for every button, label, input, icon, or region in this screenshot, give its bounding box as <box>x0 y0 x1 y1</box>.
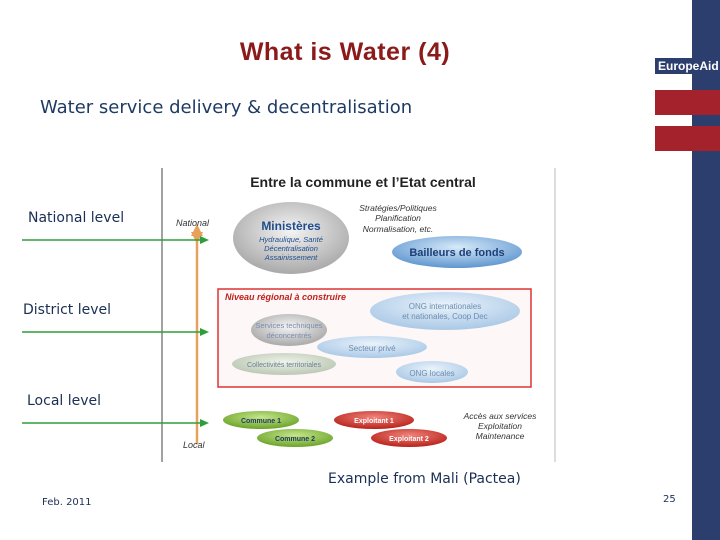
collectivites-label: Collectivités territoriales <box>247 362 321 369</box>
secteur-prive-bubble <box>317 336 427 358</box>
commune-2-bubble <box>257 429 333 447</box>
exploitant-1-label: Exploitant 1 <box>354 418 394 425</box>
brand-red-block-1 <box>655 90 720 115</box>
commune-1-label: Commune 1 <box>241 418 281 425</box>
axis-label-national: National <box>176 218 210 228</box>
decentralisation-diagram: Entre la commune et l’Etat central Natio… <box>22 168 556 462</box>
diagram-caption: Example from Mali (Pactea) <box>328 471 521 487</box>
acces-line-1: Accès aux services <box>463 411 537 421</box>
ministeres-title: Ministères <box>261 219 321 233</box>
acces-line-3: Maintenance <box>476 431 525 441</box>
ministeres-line-2: Décentralisation <box>264 244 318 253</box>
ong-locales-label: ONG locales <box>409 369 454 378</box>
brand-red-block-2 <box>655 126 720 151</box>
exploitant-2-bubble <box>371 429 447 447</box>
commune-1-bubble <box>223 411 299 429</box>
local-arrow-head <box>200 419 209 427</box>
exploitant-2-label: Exploitant 2 <box>389 436 429 443</box>
diagram-title: Entre la commune et l’Etat central <box>250 174 476 190</box>
strategies-line-2: Planification <box>375 213 421 223</box>
axis-arrow-down <box>191 232 203 244</box>
ministeres-line-3: Assainissement <box>264 253 318 262</box>
brand-sidebar <box>692 0 720 540</box>
slide-title: What is Water (4) <box>239 38 451 66</box>
services-bubble <box>251 314 327 346</box>
commune-2-label: Commune 2 <box>275 436 315 443</box>
national-level-label: National level <box>26 210 127 226</box>
services-line-2: déconcentrés <box>266 331 311 340</box>
ong-line-1: ONG internationales <box>409 302 481 311</box>
national-arrow-head <box>200 236 209 244</box>
slide-subtitle: Water service delivery & decentralisatio… <box>40 97 413 118</box>
ong-locales-bubble <box>396 361 468 383</box>
europeaid-logo: EuropeAid <box>655 58 720 74</box>
ministeres-line-1: Hydraulique, Santé <box>259 235 323 244</box>
bailleurs-bubble <box>392 236 522 268</box>
ong-line-2: et nationales, Coop Dec <box>402 312 487 321</box>
ministeres-bubble <box>233 202 349 274</box>
page-number: 25 <box>663 494 676 505</box>
bailleurs-label: Bailleurs de fonds <box>409 247 504 259</box>
regional-title: Niveau régional à construire <box>225 292 346 302</box>
district-arrow-head <box>200 328 209 336</box>
exploitant-1-bubble <box>334 411 414 429</box>
secteur-prive-label: Secteur privé <box>348 344 396 353</box>
acces-line-2: Exploitation <box>478 421 522 431</box>
axis-label-local: Local <box>183 440 206 450</box>
collectivites-bubble <box>232 353 336 375</box>
strategies-line-3: Normalisation, etc. <box>363 224 433 234</box>
strategies-line-1: Stratégies/Politiques <box>359 203 437 213</box>
footer-date: Feb. 2011 <box>42 497 92 508</box>
ong-bubble <box>370 292 520 330</box>
local-level-label: Local level <box>25 393 104 409</box>
district-level-label: District level <box>21 302 114 318</box>
services-line-1: Services techniques <box>255 321 322 330</box>
